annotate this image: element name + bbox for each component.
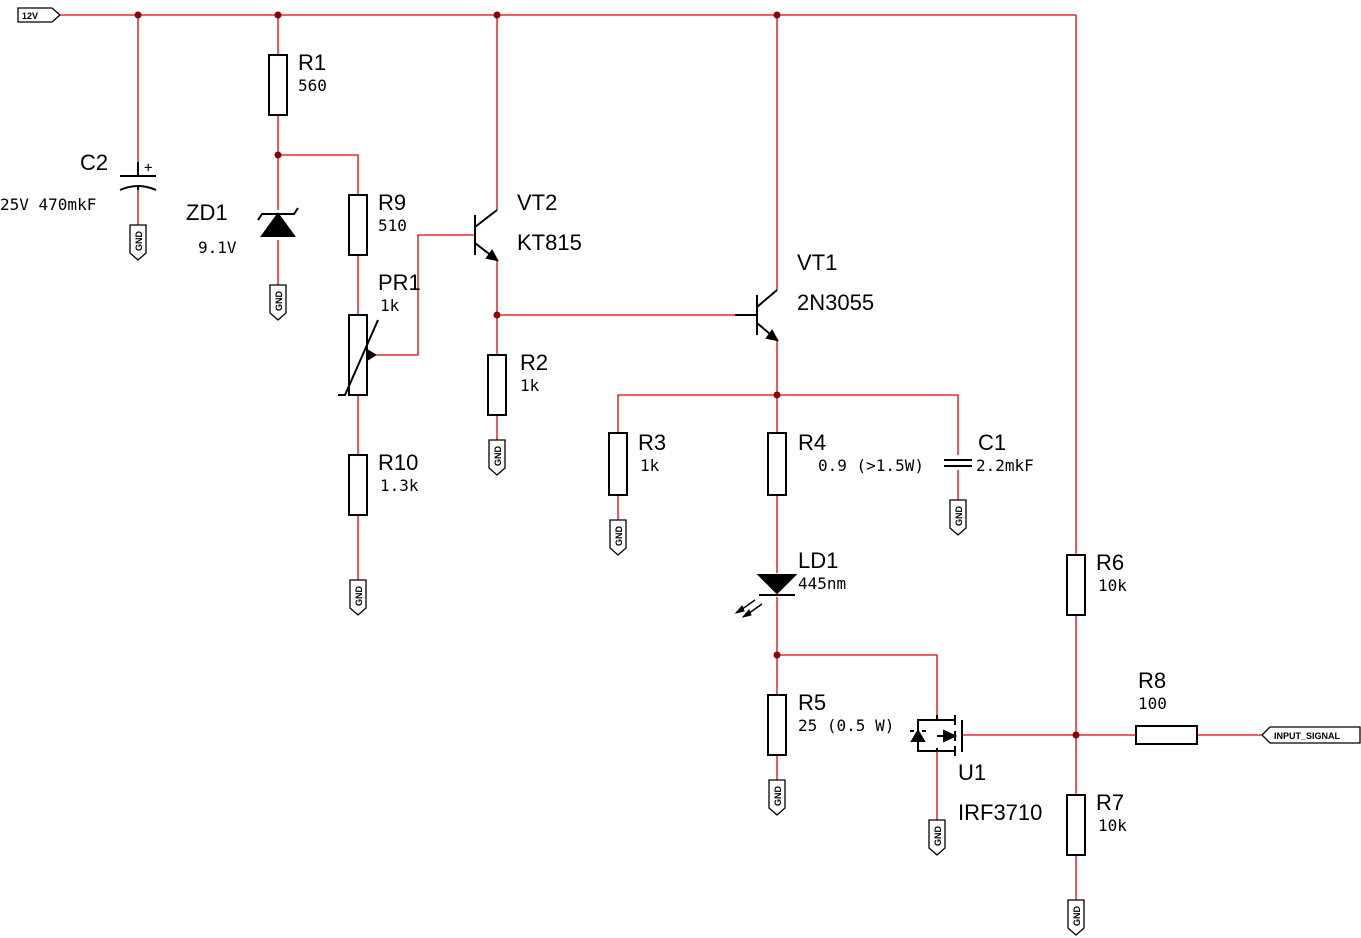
- junction-dots: [134, 11, 1080, 739]
- capacitor-c1: C1 2.2mkF: [944, 430, 1034, 475]
- resistor-r8: R8 100: [1135, 668, 1198, 745]
- svg-text:2.2mkF: 2.2mkF: [976, 456, 1034, 475]
- svg-text:1k: 1k: [640, 456, 660, 475]
- svg-text:10k: 10k: [1098, 816, 1127, 835]
- svg-text:445nm: 445nm: [798, 574, 846, 593]
- svg-text:PR1: PR1: [378, 270, 421, 295]
- ground-symbol: GND: [129, 224, 147, 261]
- svg-text:GND: GND: [134, 231, 144, 252]
- ground-symbols: GND GND GND GND GND GND GND GND GND: [129, 224, 1085, 936]
- svg-text:ZD1: ZD1: [186, 200, 228, 225]
- svg-text:GND: GND: [274, 291, 284, 312]
- ground-symbol: GND: [609, 519, 627, 556]
- svg-text:R6: R6: [1096, 550, 1124, 575]
- svg-text:100: 100: [1138, 694, 1167, 713]
- ground-symbol: GND: [949, 499, 967, 536]
- svg-text:25 (0.5 W): 25 (0.5 W): [798, 716, 894, 735]
- svg-text:560: 560: [298, 76, 327, 95]
- svg-text:R7: R7: [1096, 790, 1124, 815]
- input-signal-net-flag: INPUT_SIGNAL: [1261, 726, 1361, 744]
- svg-text:GND: GND: [354, 586, 364, 607]
- transistor-vt1: VT1 2N3055: [735, 250, 874, 342]
- svg-text:1k: 1k: [520, 376, 540, 395]
- capacitor-c2: + C2 25V 470mkF: [0, 150, 157, 214]
- svg-text:R5: R5: [798, 690, 826, 715]
- svg-text:INPUT_SIGNAL: INPUT_SIGNAL: [1274, 731, 1341, 741]
- resistor-r6: R6 10k: [1066, 550, 1127, 616]
- svg-text:R8: R8: [1138, 668, 1166, 693]
- svg-text:R1: R1: [298, 50, 326, 75]
- svg-text:GND: GND: [1072, 906, 1082, 927]
- ground-symbol: GND: [349, 579, 367, 616]
- svg-text:R9: R9: [378, 190, 406, 215]
- svg-text:10k: 10k: [1098, 576, 1127, 595]
- resistor-r3: R3 1k: [608, 430, 666, 496]
- svg-text:GND: GND: [933, 826, 943, 847]
- svg-text:C1: C1: [978, 430, 1006, 455]
- svg-text:2N3055: 2N3055: [797, 290, 874, 315]
- svg-text:LD1: LD1: [798, 548, 838, 573]
- svg-text:VT2: VT2: [517, 190, 557, 215]
- svg-text:R3: R3: [638, 430, 666, 455]
- svg-text:1.3k: 1.3k: [380, 476, 419, 495]
- resistor-r9: R9 510: [348, 190, 407, 256]
- svg-text:R4: R4: [798, 430, 826, 455]
- svg-text:510: 510: [378, 216, 407, 235]
- ground-symbol: GND: [928, 819, 946, 856]
- svg-text:R2: R2: [520, 350, 548, 375]
- resistor-r4: R4 0.9 (>1.5W): [767, 430, 924, 496]
- potentiometer-pr1: PR1 1k: [338, 270, 421, 396]
- ground-symbol: GND: [488, 439, 506, 476]
- svg-text:25V 470mkF: 25V 470mkF: [0, 195, 96, 214]
- supply-net-flag: 12V: [17, 7, 61, 23]
- svg-text:9.1V: 9.1V: [198, 238, 237, 257]
- svg-text:C2: C2: [80, 150, 108, 175]
- svg-text:GND: GND: [954, 506, 964, 527]
- svg-text:IRF3710: IRF3710: [958, 800, 1042, 825]
- svg-text:GND: GND: [493, 446, 503, 467]
- svg-text:VT1: VT1: [797, 250, 837, 275]
- wires: [60, 14, 1262, 900]
- mosfet-u1: U1 IRF3710: [910, 715, 1042, 825]
- zener-diode-zd1: ZD1 9.1V: [186, 200, 299, 257]
- svg-text:R10: R10: [378, 450, 418, 475]
- led-ld1: LD1 445nm: [734, 548, 846, 618]
- svg-text:GND: GND: [614, 526, 624, 547]
- resistor-r7: R7 10k: [1066, 790, 1127, 856]
- resistor-r10: R10 1.3k: [348, 450, 419, 516]
- svg-text:GND: GND: [773, 786, 783, 807]
- resistor-r1: R1 560: [268, 50, 327, 116]
- ground-symbol: GND: [269, 284, 287, 321]
- ground-symbol: GND: [1067, 899, 1085, 936]
- resistor-r2: R2 1k: [487, 350, 548, 416]
- svg-text:1k: 1k: [380, 296, 400, 315]
- svg-text:KT815: KT815: [517, 230, 582, 255]
- transistor-vt2: VT2 KT815: [474, 190, 582, 262]
- svg-text:U1: U1: [958, 760, 986, 785]
- svg-text:+: +: [144, 160, 152, 176]
- ground-symbol: GND: [768, 779, 786, 816]
- svg-text:0.9 (>1.5W): 0.9 (>1.5W): [818, 456, 924, 475]
- svg-text:12V: 12V: [22, 11, 38, 21]
- resistor-r5: R5 25 (0.5 W): [767, 690, 894, 756]
